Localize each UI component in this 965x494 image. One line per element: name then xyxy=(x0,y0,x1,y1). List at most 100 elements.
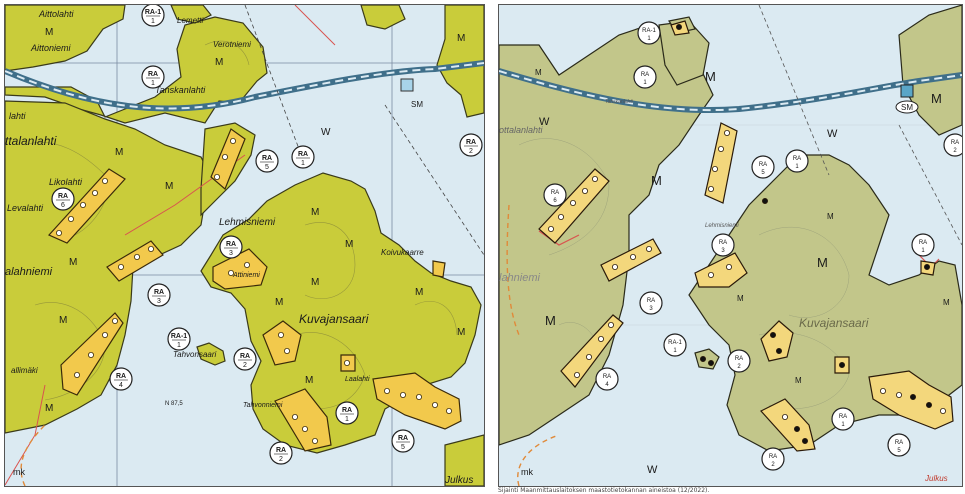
ra-circle-top: RA xyxy=(154,289,164,296)
zone-m: M xyxy=(115,147,123,158)
ra-circle-top: RA xyxy=(919,240,927,246)
label-tanskanlahti: Tanskanlahti xyxy=(155,85,206,95)
label-lahti: lahti xyxy=(9,111,27,121)
zone-w: W xyxy=(647,464,658,476)
map-source-caption: Sijainti Maanmittauslaitoksen maastotiet… xyxy=(498,487,710,494)
ra-zone-south xyxy=(274,388,332,452)
ra-circle: RA5 xyxy=(391,429,415,453)
zone-m: M xyxy=(931,91,942,106)
ra-circle-bottom: 1 xyxy=(151,18,155,25)
ra-circle-bottom: 2 xyxy=(243,362,247,369)
left-place-labels: Aittolahti Lemetti Aittoniemi Verotniemi… xyxy=(5,9,473,486)
ra-circle-top: RA xyxy=(276,447,286,454)
ra-circle-bottom: 2 xyxy=(953,148,957,154)
ra-circle: RA-11 xyxy=(663,333,687,357)
ra-zone-lehmisniemi xyxy=(694,252,748,288)
ra-circle: RA 4 xyxy=(595,367,619,391)
zone-m: M xyxy=(545,313,556,328)
zone-m: M xyxy=(827,212,834,221)
ra-zone-southwest-right xyxy=(560,314,624,388)
ra-zone-north xyxy=(704,122,738,204)
land-lemetti xyxy=(170,5,212,24)
ra-circle: RA3 xyxy=(639,291,663,315)
power-line-east-right xyxy=(898,124,962,246)
ra-circle-bottom: 6 xyxy=(61,202,65,209)
ra-circle-bottom: 2 xyxy=(771,462,775,468)
ra-circle-top: RA xyxy=(240,353,250,360)
ra-circle-bottom: 6 xyxy=(553,198,557,204)
ra-circle: RA 2 xyxy=(233,347,257,371)
ra-zone-east-small xyxy=(432,260,446,278)
label-kuvajansaari: Kuvajansaari xyxy=(299,312,369,326)
zone-m: M xyxy=(795,376,802,385)
ra-circle: RA3 xyxy=(711,233,735,257)
label-aittolahti: Aittolahti xyxy=(38,9,75,19)
label-tahvonniemi: Tahvonniemi xyxy=(243,402,283,409)
ra-circle: RA1 xyxy=(831,407,855,431)
ra-circle-top: RA xyxy=(735,356,743,362)
ra-circle-bottom: 3 xyxy=(649,306,653,312)
label-lehmisniemi: Lehmisniemi xyxy=(705,223,739,229)
ra-circle-bottom: 1 xyxy=(643,80,647,86)
ra-circle-top: RA xyxy=(895,440,903,446)
ra-circle-top: RA xyxy=(298,151,308,158)
ra-zones-right xyxy=(538,20,954,452)
ra-circle: RA 1 xyxy=(335,401,359,425)
label-lehmisniemi: Lehmisniemi xyxy=(219,217,276,228)
ra-circle-bottom: 4 xyxy=(119,382,123,389)
left-map-panel: Aittolahti Lemetti Aittoniemi Verotniemi… xyxy=(4,4,485,487)
municipal-border xyxy=(20,424,46,486)
ra-circle-top: RA-1 xyxy=(668,340,682,346)
ra-circle-bottom: 3 xyxy=(157,298,161,305)
zone-m: M xyxy=(275,297,283,308)
ra-zone-mid-south xyxy=(760,320,794,362)
ra-zone-southeast xyxy=(372,372,462,430)
municipal-border-right xyxy=(506,204,520,336)
zone-m: M xyxy=(69,257,77,268)
zone-sm: SM xyxy=(411,100,423,109)
ra-circle-top: RA xyxy=(951,140,959,146)
building-dots xyxy=(56,137,452,444)
ra-circle: RA1 xyxy=(785,149,809,173)
ra-circle: RA2 xyxy=(727,349,751,373)
zone-m: M xyxy=(943,298,950,307)
zone-m: M xyxy=(345,239,353,250)
ra-circle-bottom: 5 xyxy=(761,170,765,176)
zone-m: M xyxy=(415,287,423,298)
ra-circle: RA-11 xyxy=(167,327,191,351)
right-place-labels: ottalanlahti lahniemi Kuvajansaari Lehmi… xyxy=(499,99,948,483)
elevation-label: N 87,5 xyxy=(165,401,183,407)
ra-circle: RA 6 xyxy=(543,183,567,207)
ra-circle-bottom: 1 xyxy=(151,80,155,87)
ra-circle-top: RA xyxy=(719,240,727,246)
ra-circle-top: RA xyxy=(342,407,352,414)
ra-circle: RA4 xyxy=(109,367,133,391)
label-attiniemi: Attiniemi xyxy=(232,272,260,279)
zone-m: M xyxy=(215,57,223,68)
municipal-border-south xyxy=(517,434,560,486)
ra-circle: RA2 xyxy=(761,447,785,471)
ra-circle-top: RA xyxy=(603,374,611,380)
zone-m: M xyxy=(535,68,542,77)
highway-road xyxy=(5,60,484,112)
land-tahvonsaari xyxy=(196,342,226,366)
left-ra-circles: RA-11 RA1 RA2 RA5 RA1 RA6 RA3 RA3 RA-11 … xyxy=(51,5,483,465)
ra-circle-bottom: 1 xyxy=(841,422,845,428)
ra-circle-top: RA xyxy=(551,190,559,196)
ra-circle-bottom: 5 xyxy=(265,164,269,171)
ra-circle: RA2 xyxy=(269,441,293,465)
zone-m: M xyxy=(457,33,465,44)
zone-w: W xyxy=(827,128,838,140)
ra-circle: RA2 xyxy=(459,133,483,157)
zone-m: M xyxy=(311,207,319,218)
ra-circle-bottom: 4 xyxy=(605,382,609,388)
label-laalahti: Laalahti xyxy=(345,376,370,383)
land-southeast xyxy=(444,434,484,486)
ra-zone-likolahti xyxy=(47,168,126,244)
ra-circle: RA5 xyxy=(751,155,775,179)
sm-label: SM xyxy=(895,100,919,114)
ra-circle: RA1 xyxy=(291,145,315,169)
ra-circle-bottom: 1 xyxy=(345,416,349,423)
ra-circle-bottom: 5 xyxy=(401,444,405,451)
highway-road-right xyxy=(499,68,962,114)
